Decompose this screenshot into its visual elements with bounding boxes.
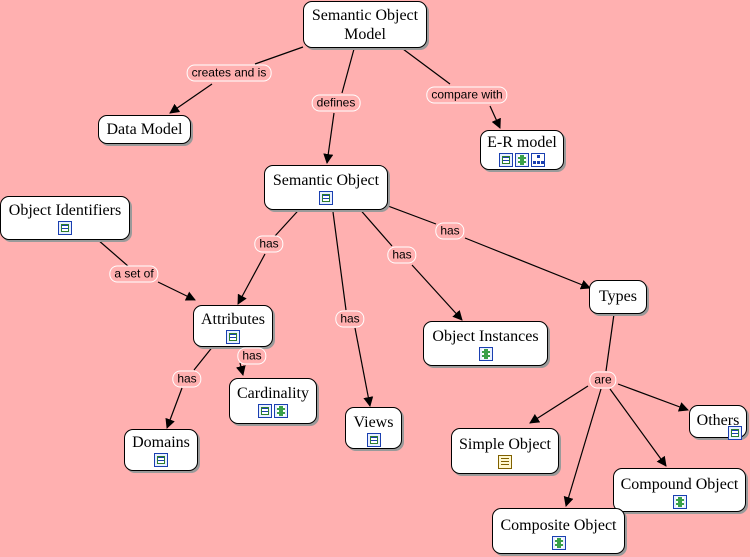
node-label: Views (353, 414, 394, 431)
edge-label-set-of: a set of (109, 265, 159, 283)
edge-setof-attr (157, 281, 196, 301)
note-icon[interactable] (498, 455, 512, 469)
tree-icon[interactable] (531, 153, 545, 167)
node-label: Object Identifiers (8, 202, 122, 219)
edge-are-compound (609, 388, 667, 467)
edge-label-has-instances: has (387, 246, 417, 264)
doc-icon[interactable] (58, 221, 72, 235)
edge-label-has-domains: has (172, 370, 202, 388)
node-label: Others (696, 412, 740, 429)
node-domains[interactable]: Domains (124, 429, 198, 471)
edge-label-has-types: has (435, 222, 465, 240)
edge-defines-so (323, 112, 335, 164)
film-icon[interactable] (274, 404, 288, 418)
node-label: Semantic Object (272, 172, 380, 189)
edge-so-has4 (379, 202, 437, 225)
doc-icon[interactable] (366, 433, 381, 447)
node-label: Compound Object (620, 476, 739, 493)
node-views[interactable]: Views (345, 407, 402, 449)
edge-label-has-views: has (335, 310, 365, 328)
edge-label-are: are (589, 371, 617, 389)
edge-has1-attr (237, 253, 266, 305)
edge-label-has-cardinality: has (237, 347, 267, 365)
doc-icon[interactable] (728, 426, 742, 440)
doc-icon[interactable] (226, 330, 240, 344)
node-semantic-object[interactable]: Semantic Object (264, 165, 388, 210)
edge-are-simple (529, 385, 589, 424)
node-object-identifiers[interactable]: Object Identifiers (0, 196, 130, 240)
edge-som-compare (402, 48, 451, 85)
node-label: Attributes (201, 311, 265, 328)
edge-label-creates: creates and is (186, 64, 272, 82)
node-compound-object[interactable]: Compound Object (613, 468, 746, 512)
node-label: Simple Object (459, 436, 551, 453)
film-icon[interactable] (551, 536, 566, 550)
node-er-model[interactable]: E-R model (480, 130, 564, 170)
node-label: Object Instances (432, 328, 539, 345)
edge-has6-dom (165, 387, 183, 429)
edge-types-are (605, 313, 615, 372)
edge-so-has2 (332, 211, 347, 311)
node-simple-object[interactable]: Simple Object (451, 428, 559, 474)
edge-label-compare: compare with (426, 86, 508, 104)
node-composite-object[interactable]: Composite Object (492, 508, 625, 554)
node-object-instances[interactable]: Object Instances (423, 321, 548, 366)
node-label: Domains (132, 434, 190, 451)
node-label: Composite Object (500, 517, 617, 534)
edge-som-defines (341, 48, 355, 94)
film-icon[interactable] (515, 153, 529, 167)
edge-has5-card (235, 362, 246, 376)
doc-icon[interactable] (258, 404, 272, 418)
edge-are-composite (563, 388, 602, 507)
doc-icon[interactable] (154, 453, 168, 467)
node-attributes[interactable]: Attributes (193, 305, 273, 347)
edge-compare-er (489, 105, 501, 129)
doc-icon[interactable] (319, 191, 333, 205)
node-label: Types (599, 288, 637, 305)
edge-label-has-attributes: has (254, 235, 284, 253)
edge-som-creates (254, 46, 304, 65)
film-icon[interactable] (478, 347, 493, 361)
node-semantic-object-model[interactable]: Semantic Object Model (303, 1, 427, 48)
node-label: Data Model (106, 121, 183, 138)
edge-creates-datamodel (169, 83, 213, 114)
edge-label-defines: defines (311, 94, 361, 112)
edge-has2-views (354, 327, 374, 407)
edge-are-others (617, 383, 689, 412)
node-label: Cardinality (237, 385, 309, 402)
edge-has4-types (464, 237, 591, 290)
edge-has3-inst (411, 264, 463, 321)
node-cardinality[interactable]: Cardinality (229, 378, 317, 424)
node-label: E-R model (487, 134, 557, 151)
film-icon[interactable] (672, 495, 687, 509)
doc-icon[interactable] (499, 153, 513, 167)
node-others[interactable]: Others (689, 405, 747, 440)
node-label: Semantic Object Model (311, 7, 419, 43)
node-types[interactable]: Types (589, 280, 647, 314)
node-data-model[interactable]: Data Model (98, 115, 191, 144)
